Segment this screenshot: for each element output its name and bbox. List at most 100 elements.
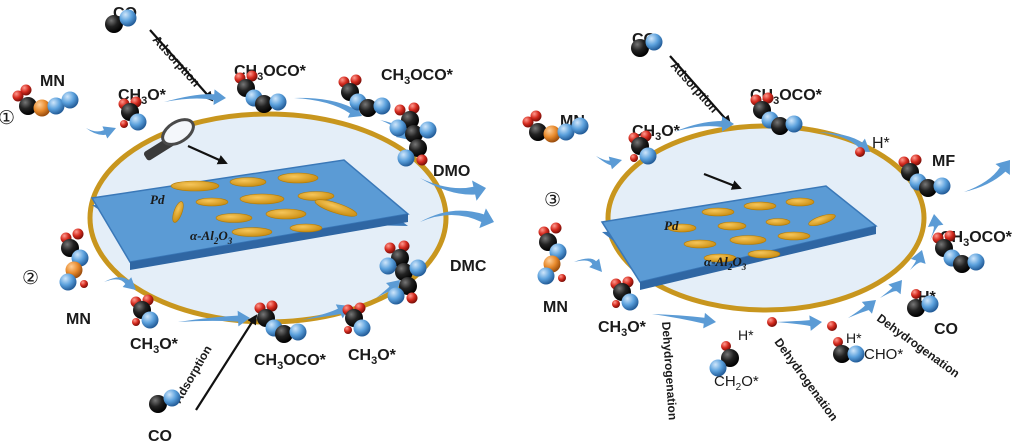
atom — [721, 341, 731, 351]
atom — [255, 95, 273, 113]
support-label-left: α-Al2O3 — [190, 228, 233, 246]
pd-label-left: Pd — [150, 192, 165, 207]
atom — [907, 299, 925, 317]
atom — [406, 292, 418, 304]
atom — [20, 84, 32, 96]
dmo-label: DMO — [433, 163, 470, 180]
mn-left-top-molecule — [12, 84, 79, 117]
atom — [847, 345, 865, 363]
marker-3: ③ — [544, 190, 561, 211]
molecules — [12, 9, 985, 413]
atom — [344, 326, 352, 334]
atom — [59, 273, 77, 291]
flow-left-dmc — [420, 208, 494, 229]
ch3o-label-left-bottom: CH3O* — [130, 336, 179, 356]
ch2o-molecule — [709, 341, 739, 377]
ch3o-label-right-bottom: CH3O* — [598, 319, 647, 339]
co-right-molecule — [631, 33, 663, 57]
atom — [855, 147, 865, 157]
mn-left-bottom-molecule — [59, 228, 89, 291]
marker-1: ① — [0, 108, 15, 129]
atom — [639, 147, 657, 165]
mn-label-right-bottom: MN — [543, 299, 568, 316]
co-left-top-molecule — [105, 9, 137, 33]
h-star-label-right-top: H* — [872, 135, 890, 152]
atom — [612, 300, 620, 308]
h-atom-cho-molecule — [827, 321, 837, 331]
atom — [631, 39, 649, 57]
atom — [543, 125, 561, 143]
co-left-bottom-molecule — [149, 389, 181, 413]
h-atom-mid-molecule — [767, 317, 777, 327]
atom — [537, 267, 555, 285]
marker-2: ② — [22, 268, 39, 289]
atom — [399, 277, 417, 295]
mn-right-bottom-molecule — [537, 222, 567, 285]
co-label-left-bottom: CO — [148, 428, 172, 445]
atom — [530, 110, 542, 122]
atom — [269, 93, 287, 111]
atom — [141, 311, 159, 329]
atom — [119, 9, 137, 27]
dehydrogenation-label-1: Dehydrogenation — [659, 321, 680, 420]
atom — [395, 263, 413, 281]
right-panel: Pd α-Al2O3 CO Adsorption MN CH3O* CH3OCO… — [543, 31, 1013, 424]
pointer-arrow-right — [703, 172, 742, 190]
atom — [709, 359, 727, 377]
atom — [353, 319, 371, 337]
atom — [384, 242, 396, 254]
flow-left-mn-top — [86, 126, 116, 139]
flow-right-up-1 — [927, 214, 944, 240]
ch3o-left-bottom-molecule — [130, 294, 159, 329]
mf-label: MF — [932, 153, 955, 170]
atom — [275, 325, 293, 343]
atom — [33, 99, 51, 117]
atom — [61, 91, 79, 109]
flow-right-mn-bottom — [574, 258, 602, 272]
atom — [394, 104, 406, 116]
ch3oco-left-a-molecule — [234, 70, 287, 113]
atom — [630, 154, 638, 162]
h-star-label-cho: H* — [846, 330, 862, 346]
atom — [246, 70, 258, 82]
atom — [408, 102, 420, 114]
atom — [919, 179, 937, 197]
atom — [409, 139, 427, 157]
atom — [350, 74, 362, 86]
atom — [967, 253, 985, 271]
atom — [529, 123, 547, 141]
flow-right-mn-top — [596, 156, 622, 170]
support-label-right: α-Al2O3 — [704, 254, 747, 272]
ch3oco-label-left-b: CH3OCO* — [381, 67, 454, 87]
adsorption-arrow-left-top — [149, 29, 214, 102]
atom — [19, 97, 37, 115]
atom — [129, 113, 147, 131]
adsorption-arrow-right — [669, 55, 732, 126]
atom — [419, 121, 437, 139]
flow-left-top-2 — [294, 97, 362, 118]
flow-right-top-2 — [818, 132, 870, 152]
ch3oco-right-molecule — [932, 230, 985, 273]
ch3oco-left-bottom-molecule — [254, 300, 307, 343]
adsorption-arrow-left-bottom — [195, 314, 258, 411]
flow-right-bottom-3 — [848, 300, 876, 318]
atom — [762, 92, 774, 104]
dmc-molecule — [379, 240, 427, 305]
h-star-label-mid: H* — [738, 327, 754, 343]
atom — [416, 154, 428, 166]
atom — [921, 295, 939, 313]
pd-particles-right — [667, 197, 836, 263]
atom — [833, 337, 843, 347]
flow-right-bottom-2 — [776, 315, 822, 331]
mn-right-top-molecule — [522, 110, 589, 143]
flow-left-bottom-2 — [302, 304, 350, 320]
atom — [571, 117, 589, 135]
atom — [833, 345, 851, 363]
atom — [389, 119, 407, 137]
ch3o-left-bottom-right-molecule — [342, 302, 371, 337]
magnifier-icon — [143, 118, 228, 165]
atom — [409, 259, 427, 277]
left-panel: Pd α-Al2O3 CO Adsorption MN CH3O* CH3OCO… — [0, 5, 487, 445]
atom — [12, 90, 24, 102]
